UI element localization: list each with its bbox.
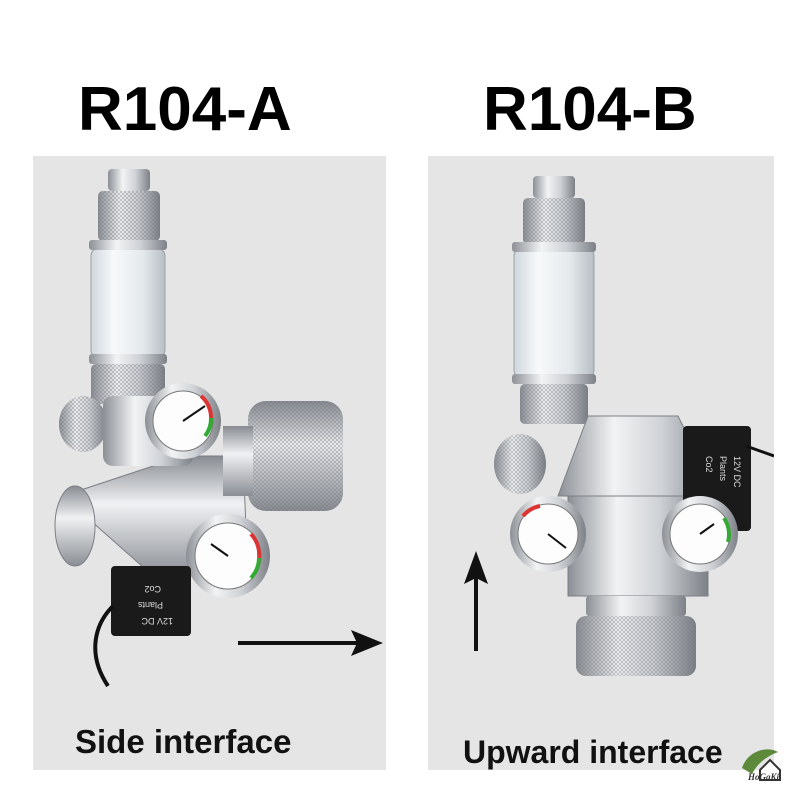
- product-photo-r104-a: Co2 Plants 12V DC: [33, 156, 386, 770]
- side-arrow: [238, 630, 383, 656]
- caption-upward-interface: Upward interface: [463, 734, 723, 770]
- solenoid-b-label-plants: Plants: [718, 456, 728, 482]
- solenoid-b-label-voltage: 12V DC: [732, 456, 742, 488]
- up-arrow: [464, 551, 488, 651]
- pressure-gauge-right-b: [662, 496, 738, 572]
- regulator-a-illustration: Co2 Plants 12V DC: [54, 169, 383, 688]
- regulator-b-illustration: Co2 Plants 12V DC: [464, 176, 774, 676]
- pressure-gauge-bottom: [186, 514, 270, 598]
- bubble-counter-glass: [90, 247, 166, 359]
- bubble-counter-glass-b: [513, 247, 595, 379]
- model-title-a: R104-A: [78, 75, 292, 144]
- power-cable: [93, 604, 115, 688]
- brand-logo: [742, 749, 781, 781]
- brand-logo-text: HoGaKi: [748, 772, 780, 782]
- solenoid-b-label-co2: Co2: [704, 456, 714, 473]
- caption-side-interface: Side interface: [75, 723, 292, 760]
- product-photo-r104-b: Co2 Plants 12V DC: [428, 156, 774, 770]
- model-title-b: R104-B: [483, 75, 697, 144]
- solenoid: [111, 566, 191, 636]
- solenoid-label-co2: Co2: [144, 584, 161, 594]
- bubble-counter-cap: [108, 169, 150, 191]
- solenoid-label-voltage: 12V DC: [141, 616, 173, 626]
- solenoid-label-plants: Plants: [137, 600, 163, 610]
- pressure-gauge-top: [145, 383, 221, 459]
- pressure-gauge-left-b: [510, 496, 586, 572]
